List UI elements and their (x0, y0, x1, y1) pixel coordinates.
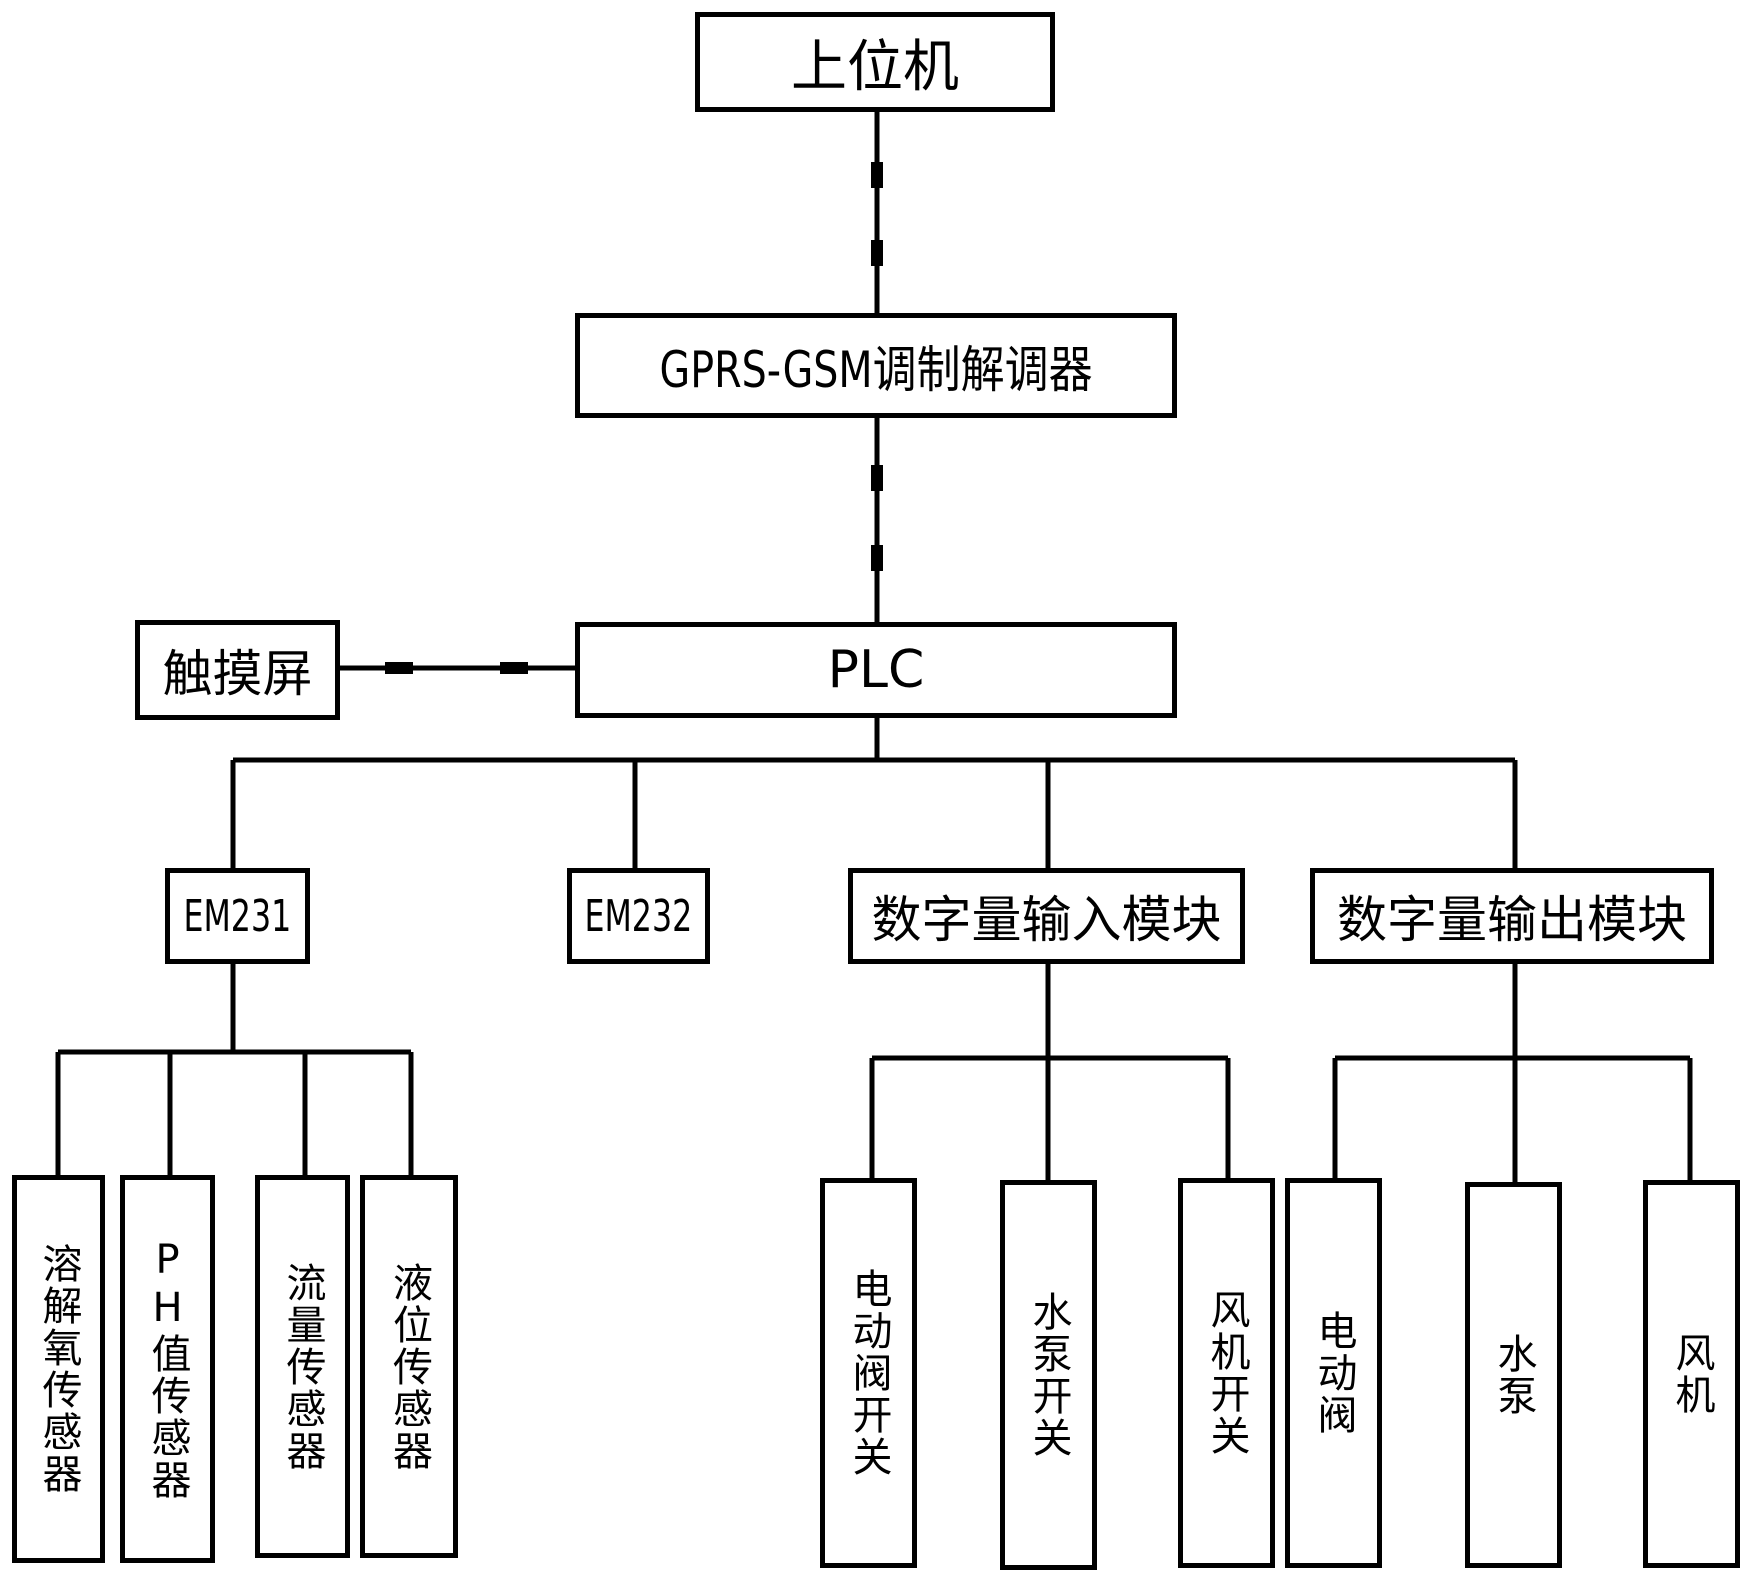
level-sensor-box: 液位传感器 (360, 1175, 458, 1558)
gprs-gsm-modem-label: GPRS-GSM调制解调器 (659, 340, 1093, 399)
host-computer-box: 上位机 (695, 12, 1055, 112)
flow-sensor-box: 流量传感器 (255, 1175, 350, 1558)
input-electric-valve-switch-box: 电动阀开关 (820, 1178, 917, 1568)
em232-module-box: EM232 (567, 868, 710, 964)
input-water-pump-switch-label: 水泵开关 (1025, 1291, 1072, 1459)
level-sensor-label: 液位传感器 (386, 1261, 432, 1472)
connector-marker (871, 162, 883, 188)
em231-module-box: EM231 (165, 868, 310, 964)
digital-input-module-label: 数字量输入模块 (871, 891, 1222, 949)
gprs-gsm-modem-box: GPRS-GSM调制解调器 (575, 313, 1177, 418)
digital-input-module-box: 数字量输入模块 (848, 868, 1245, 964)
input-water-pump-switch-box: 水泵开关 (1000, 1180, 1097, 1570)
dissolved-oxygen-sensor-label: 溶解氧传感器 (35, 1243, 82, 1495)
output-fan-label: 风机 (1668, 1332, 1715, 1416)
em232-module-label: EM232 (584, 890, 693, 942)
em231-module-label: EM231 (183, 890, 292, 942)
digital-output-module-label: 数字量输出模块 (1337, 891, 1687, 949)
input-fan-switch-label: 风机开关 (1203, 1289, 1250, 1457)
host-computer-label: 上位机 (791, 34, 959, 100)
flow-sensor-label: 流量传感器 (279, 1261, 326, 1472)
output-water-pump-label: 水泵 (1490, 1333, 1537, 1417)
output-water-pump-box: 水泵 (1465, 1182, 1562, 1568)
connector-marker (500, 662, 528, 674)
digital-output-module-box: 数字量输出模块 (1310, 868, 1714, 964)
connector-marker (871, 465, 883, 491)
touch-screen-box: 触摸屏 (135, 620, 340, 720)
ph-sensor-label: PH值传感器 (144, 1237, 191, 1501)
output-fan-box: 风机 (1643, 1180, 1740, 1568)
dissolved-oxygen-sensor-box: 溶解氧传感器 (12, 1175, 105, 1563)
connector-marker (871, 240, 883, 266)
plc-box: PLC (575, 622, 1177, 718)
output-electric-valve-box: 电动阀 (1285, 1178, 1382, 1568)
input-fan-switch-box: 风机开关 (1178, 1178, 1275, 1568)
connector-marker (871, 545, 883, 571)
connector-marker (385, 662, 413, 674)
ph-sensor-box: PH值传感器 (120, 1175, 215, 1563)
plc-label: PLC (827, 640, 925, 700)
output-electric-valve-label: 电动阀 (1310, 1310, 1357, 1436)
input-electric-valve-switch-label: 电动阀开关 (845, 1268, 892, 1478)
touch-screen-label: 触摸屏 (162, 645, 313, 703)
